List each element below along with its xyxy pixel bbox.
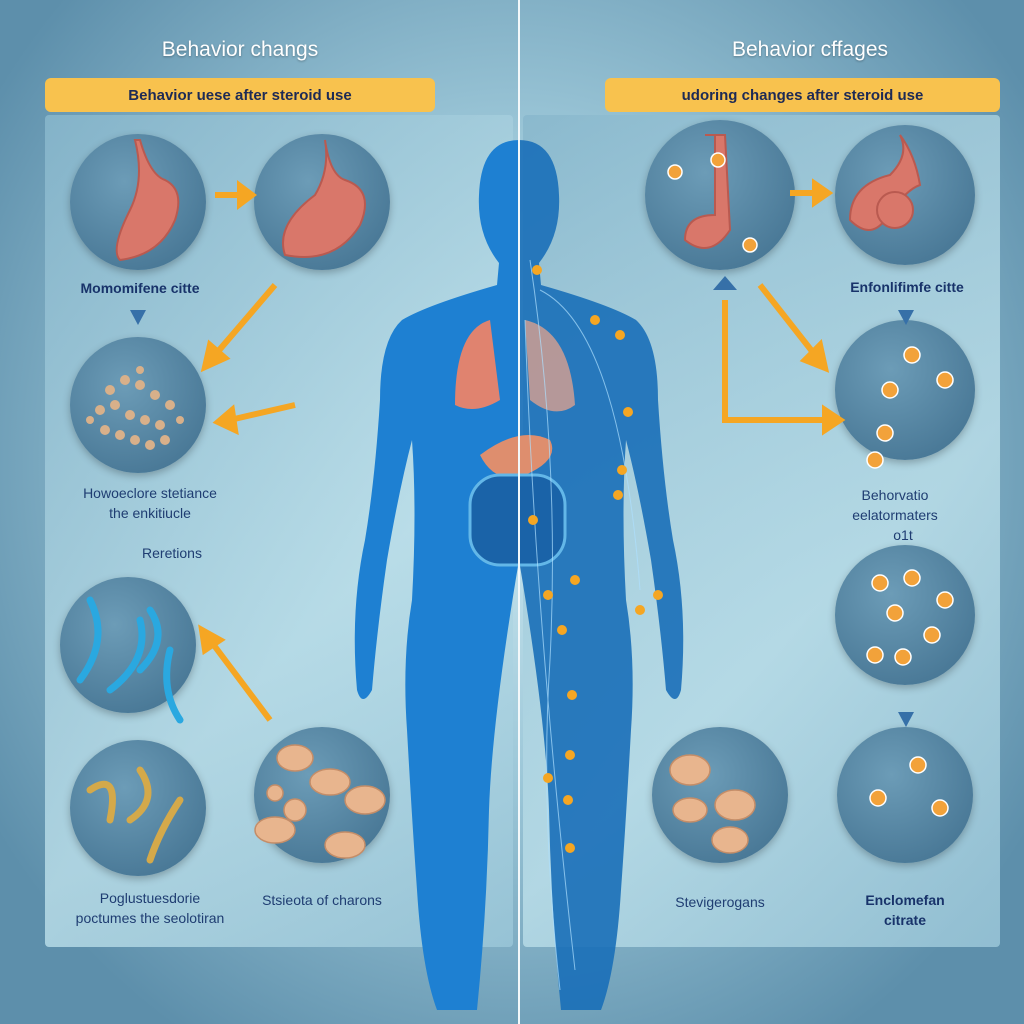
molecules-circle: [70, 740, 206, 876]
lung-icon: [455, 320, 500, 409]
molecule-flow-circle: [835, 320, 975, 460]
arrow-icon: [198, 178, 846, 722]
left-stage2-label-line2: the enkitiucle: [109, 505, 191, 521]
right-title: Behavior cffages: [731, 38, 889, 61]
left-stage4-label-line1: Poglustuesdorie: [99, 890, 201, 906]
right-stage2-label-line1: Behorvatio: [861, 487, 929, 503]
left-banner: Behavior uese after steroid use: [45, 78, 435, 112]
down-arrow-icon: [130, 276, 914, 727]
left-stage1-label: Momomifene citte: [80, 280, 200, 296]
right-stage2-label-line2: eelatormaters: [852, 507, 938, 523]
human-body-illustration: [354, 140, 684, 1010]
left-title: Behavior changs: [161, 38, 319, 61]
cells-circle: [70, 337, 206, 473]
right-banner: udoring changes after steroid use: [605, 78, 1000, 112]
fibers-circle: [60, 577, 196, 713]
left-stage3-label: Reretions: [142, 545, 202, 561]
nerve-lines-icon: [524, 259, 641, 991]
right-stage2-label-line3: o1t: [893, 527, 913, 543]
fiber-icon: [76, 596, 184, 724]
left-stage4-label-line2: poctumes the seolotiran: [75, 910, 225, 926]
pills-icon: [254, 744, 756, 859]
left-stage5-label: Stsieota of charons: [262, 892, 382, 908]
intestine-icon: [468, 473, 567, 567]
node-icon: [528, 265, 663, 853]
right-stage4-label-line1: Enclomefan: [865, 892, 945, 908]
molecule-chain-icon: [86, 766, 184, 864]
right-stage1-label: Enfonlifimfe citte: [850, 279, 964, 295]
cells-icon: [86, 366, 184, 450]
center-divider: [518, 0, 520, 1024]
left-stage2-label-line1: Howoeclore stetiance: [83, 485, 217, 501]
right-stage4-label-line2: citrate: [883, 912, 927, 928]
stomach-organ-icon: [480, 435, 553, 478]
molecule-node-icon: [667, 152, 954, 817]
right-stage3-label: Stevigerogans: [675, 894, 765, 910]
molecule-flow-circle-3: [837, 727, 973, 863]
